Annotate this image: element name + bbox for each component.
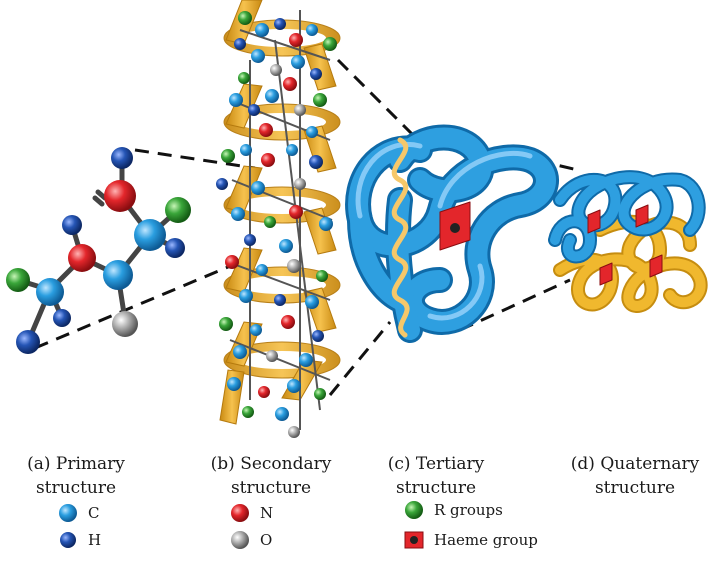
caption-tertiary: (c) Tertiary structure [366,452,506,500]
caption-primary: (a) Primary structure [6,452,146,500]
legend-hydrogen-label: H [88,531,102,549]
caption-primary-line2: structure [35,478,117,498]
caption-tertiary-line1: (c) Tertiary [387,454,485,474]
legend-nitrogen: N [230,503,273,523]
caption-quaternary-line2: structure [594,478,676,498]
legend-nitrogen-label: N [260,504,274,522]
legend-oxygen-label: O [260,531,273,549]
caption-secondary-line2: structure [230,478,312,498]
caption-tertiary-line2: structure [395,478,477,498]
caption-secondary-line1: (b) Secondary [210,454,332,474]
tertiary-structure [345,124,559,343]
caption-quaternary-line1: (d) Quaternary [570,454,700,474]
legend-haeme: Haeme group [404,530,538,550]
r-group-icon [405,501,423,519]
carbon-atom-icon [59,504,77,522]
primary-structure-molecule [6,147,191,354]
legend-haeme-label: Haeme group [434,531,538,549]
helix-atoms [216,11,337,438]
legend-r-groups: R groups [404,500,503,520]
oxygen-atom-icon [231,531,249,549]
haeme-groups-quaternary [587,204,663,286]
nitrogen-atom-icon [231,504,249,522]
caption-quaternary: (d) Quaternary structure [560,452,710,500]
caption-secondary: (b) Secondary structure [196,452,346,500]
legend-oxygen: O [230,530,272,550]
haeme-group-tertiary [439,201,471,251]
legend-r-groups-label: R groups [434,501,503,519]
caption-primary-line1: (a) Primary [27,454,125,474]
haeme-group-icon [404,531,424,549]
legend-carbon-label: C [88,504,100,522]
secondary-helix [216,0,341,438]
legend-carbon: C [58,503,99,523]
hydrogen-atom-icon [60,532,76,548]
quaternary-structure [548,170,708,313]
legend-hydrogen: H [58,530,101,550]
